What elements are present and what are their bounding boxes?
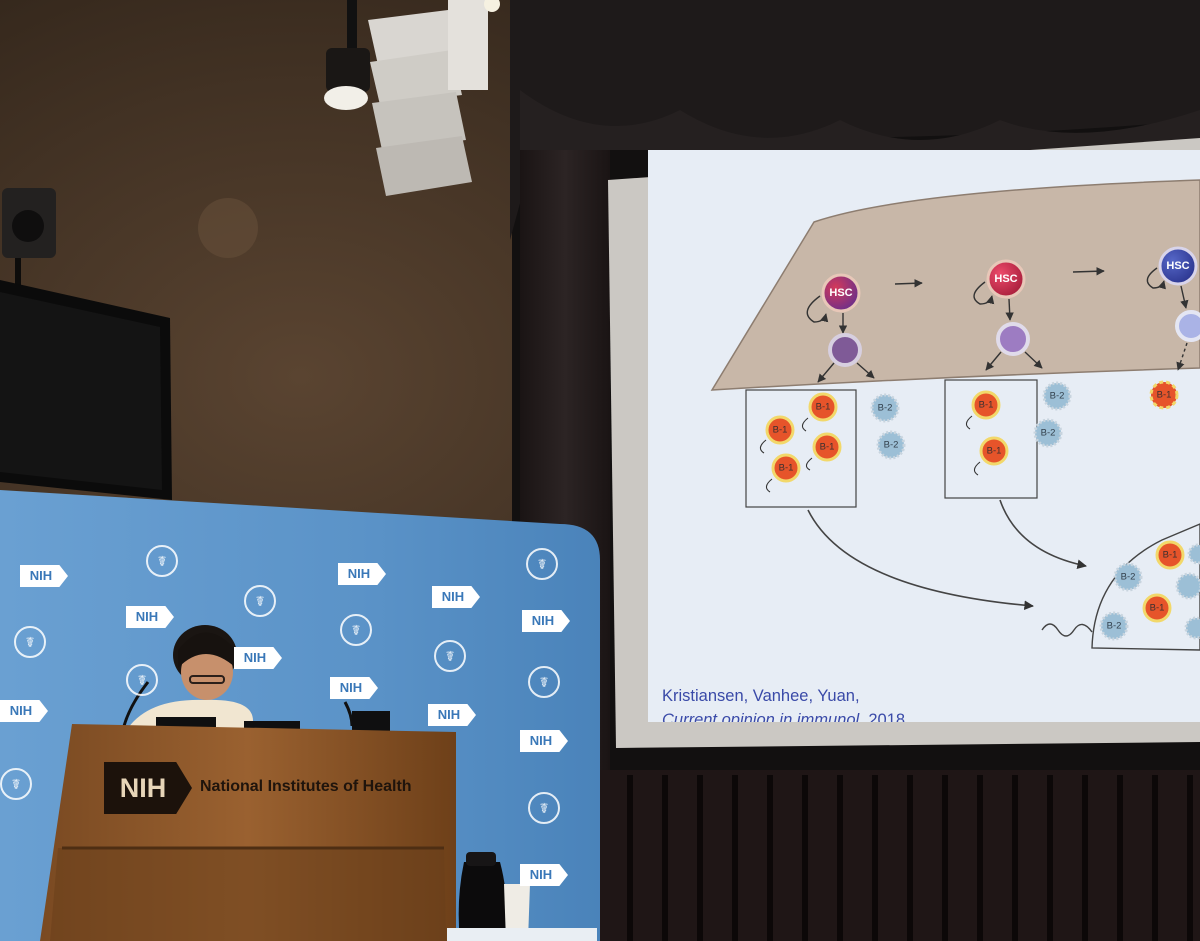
backdrop-nih-logo: NIH bbox=[522, 610, 570, 632]
hhs-seal-icon: ☤ bbox=[244, 585, 276, 617]
backdrop-nih-logo: NIH bbox=[338, 563, 386, 585]
b1-label: B-1 bbox=[819, 441, 835, 453]
b2-label: B-2 bbox=[1120, 571, 1136, 583]
hhs-seal-icon: ☤ bbox=[526, 548, 558, 580]
b1-label: B-1 bbox=[1156, 389, 1172, 401]
b2-label: B-2 bbox=[883, 439, 899, 451]
backdrop-nih-logo: NIH bbox=[0, 700, 48, 722]
hsc-cell bbox=[986, 259, 1026, 299]
hhs-seal-icon: ☤ bbox=[0, 768, 32, 800]
citation-year: , 2018 bbox=[859, 711, 906, 722]
backdrop-nih-logo: NIH bbox=[20, 565, 68, 587]
podium-institution-name: National Institutes of Health bbox=[200, 778, 412, 795]
hhs-seal-icon: ☤ bbox=[340, 614, 372, 646]
progenitor-cell bbox=[996, 322, 1030, 356]
b2-label: B-2 bbox=[1049, 390, 1065, 402]
b1-label: B-1 bbox=[1149, 602, 1165, 614]
b1-label: B-1 bbox=[986, 445, 1002, 457]
b1-label: B-1 bbox=[978, 399, 994, 411]
slide-citation: Kristiansen, Vanhee, Yuan, Current opini… bbox=[662, 684, 905, 722]
backdrop-nih-logo: NIH bbox=[520, 730, 568, 752]
backdrop-nih-logo: NIH bbox=[234, 647, 282, 669]
projected-slide: HSC HSC HSC B-1 B-1 B-1 B-1 B-1 B-1 B-1 … bbox=[648, 150, 1200, 722]
b2-label: B-2 bbox=[877, 402, 893, 414]
backdrop-nih-logo: NIH bbox=[520, 864, 568, 886]
hhs-seal-icon: ☤ bbox=[146, 545, 178, 577]
hsc-label: HSC bbox=[994, 273, 1018, 285]
peritoneal-cavity bbox=[1091, 523, 1200, 651]
citation-authors: Kristiansen, Vanhee, Yuan, bbox=[662, 687, 860, 705]
b1-label: B-1 bbox=[815, 401, 831, 413]
backdrop-nih-logo: NIH bbox=[428, 704, 476, 726]
hhs-seal-icon: ☤ bbox=[434, 640, 466, 672]
b-cell-development-diagram bbox=[648, 150, 1200, 722]
b1-niche-box bbox=[745, 389, 857, 508]
hsc-label: HSC bbox=[1166, 260, 1190, 272]
b1-label: B-1 bbox=[1162, 549, 1178, 561]
progenitor-cell bbox=[1175, 310, 1200, 342]
backdrop-nih-logo: NIH bbox=[126, 606, 174, 628]
hsc-cell bbox=[821, 273, 861, 313]
hsc-label: HSC bbox=[829, 287, 853, 299]
hhs-seal-icon: ☤ bbox=[528, 792, 560, 824]
b2-label: B-2 bbox=[1106, 620, 1122, 632]
hhs-seal-icon: ☤ bbox=[528, 666, 560, 698]
b1-label: B-1 bbox=[772, 424, 788, 436]
backdrop-nih-logo: NIH bbox=[432, 586, 480, 608]
hhs-seal-icon: ☤ bbox=[14, 626, 46, 658]
hhs-seal-icon: ☤ bbox=[126, 664, 158, 696]
backdrop-nih-logo: NIH bbox=[330, 677, 378, 699]
hsc-cell bbox=[1158, 246, 1198, 286]
b2-label: B-2 bbox=[1040, 427, 1056, 439]
progenitor-cell bbox=[828, 333, 862, 367]
citation-journal: Current opinion in immunol bbox=[662, 711, 860, 722]
podium-nih-logo: NIH bbox=[104, 762, 192, 814]
b1-label: B-1 bbox=[778, 462, 794, 474]
